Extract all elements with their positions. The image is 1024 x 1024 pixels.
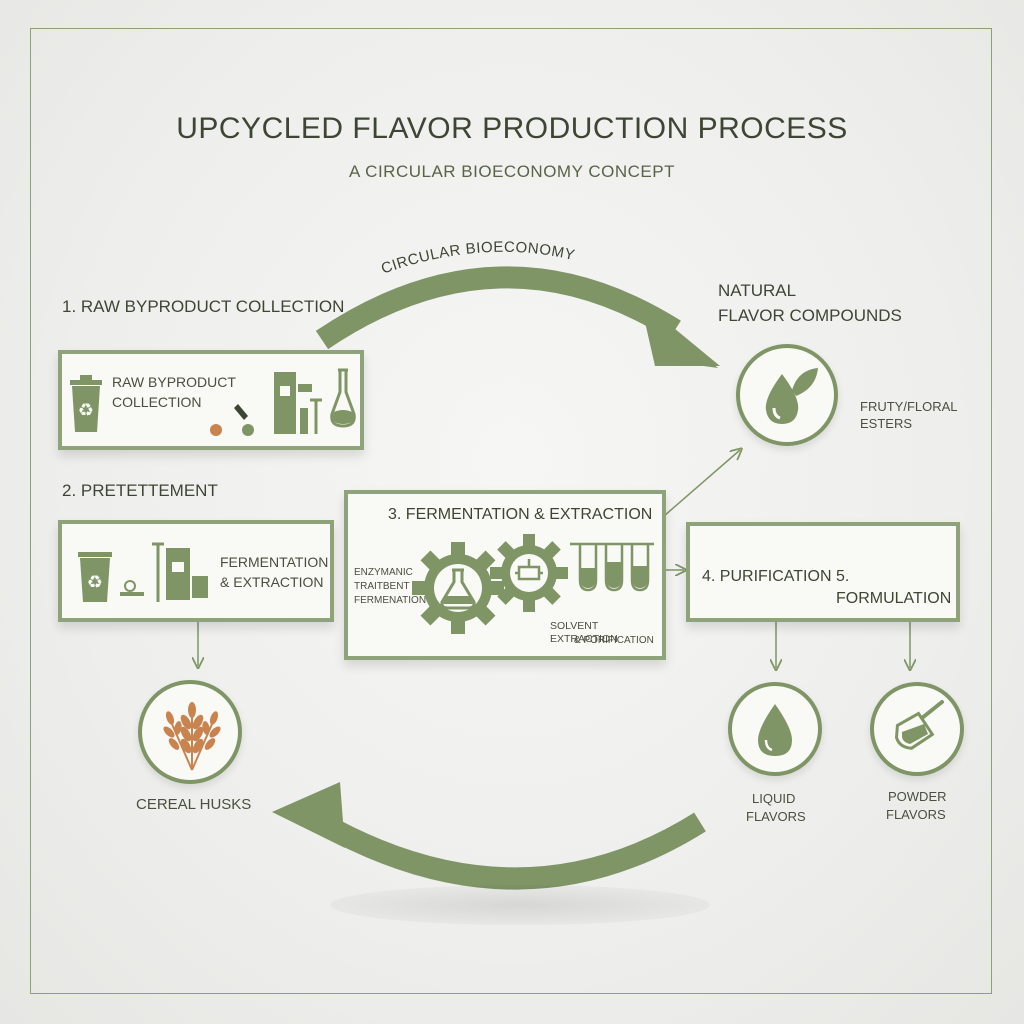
powder-line1: POWDER [888,789,947,804]
natural-flavor-line2: FLAVOR COMPOUNDS [718,306,902,325]
cereal-husks-label: CEREAL HUSKS [136,796,252,813]
natural-flavor-circle [736,344,838,446]
recycle-bin-icon: ♻ [78,552,112,602]
step3-heading: 3. FERMENTATION & EXTRACTION [388,506,653,523]
natural-flavor-line1: NATURAL [718,281,797,300]
step3-left-line2: TRAITBENT [354,581,410,592]
step3-left-line3: FERMENATION [354,595,427,606]
ground-shadow [330,885,710,925]
page-subtitle: A CIRCULAR BIOECONOMY CONCEPT [349,162,675,181]
flask-icon [330,368,356,428]
svg-text:♻: ♻ [87,572,103,593]
recycle-bin-icon: ♻ [70,375,102,432]
purification-formulation-box: 4. PURIFICATION 5. FORMULATION [686,522,960,622]
cereal-husks-circle [138,680,242,784]
fruity-line1: FRUTY/FLORAL [860,399,958,414]
droplet-icon [758,704,792,756]
scoop-icon [894,700,944,750]
fruity-line2: ESTERS [860,416,913,431]
gear-icon [412,542,504,634]
step2-box-line2: & EXTRACTION [220,574,324,590]
raw-byproduct-box: ♻ RAW BYPRODUCT COLLECTION [58,350,364,450]
step5-label: 5. FORMULATION [836,568,952,607]
liquid-line1: LIQUID [752,791,796,806]
step2-heading: 2. PRETETTEMENT [62,481,218,500]
fermentation-box: 3. FERMENTATION & EXTRACTION ENZYMANIC T… [344,490,666,660]
step1-box-line2: COLLECTION [112,394,202,410]
liquid-line2: FLAVORS [746,809,806,824]
bottom-cycle-arrowhead [272,782,345,848]
liquid-flavors-circle [728,682,822,776]
diagram-frame [30,28,992,994]
step1-box-line1: RAW BYPRODUCT [112,374,236,390]
test-tube-icon [570,542,654,592]
step2-box-line1: FERMENTATION [220,554,329,570]
top-cycle-arrow [315,266,681,350]
step3-left-line1: ENZYMANIC [354,567,413,578]
gear-icon [490,534,568,612]
powder-line2: FLAVORS [886,807,946,822]
wheat-icon [163,702,221,771]
leaf-drop-icon [765,368,818,424]
page-title: UPCYCLED FLAVOR PRODUCTION PROCESS [176,112,848,145]
step3-right-line2: & PORIFICATION [574,635,654,646]
bottom-cycle-arrow [314,812,706,890]
step1-heading: 1. RAW BYPRODUCT COLLECTION [62,297,345,316]
pretreatment-box: ♻ FERMENTATION & EXTRACTION [58,520,334,622]
lab-equipment-icon [210,372,322,436]
svg-text:♻: ♻ [78,400,94,421]
lab-equipment-icon [120,542,208,602]
step4-label: 4. PURIFICATION [702,568,832,585]
step3-right-line1: SOLVENT EXTRACTION [550,620,618,645]
powder-flavors-circle [870,682,964,776]
